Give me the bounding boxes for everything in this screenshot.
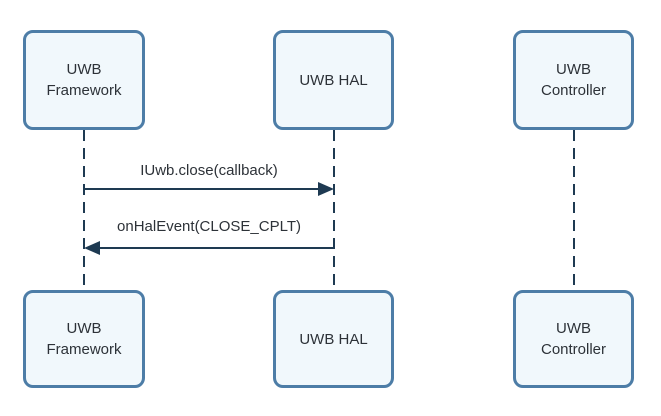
arrowhead-left-icon <box>84 241 100 255</box>
arrowhead-right-icon <box>318 182 334 196</box>
message-label-close: IUwb.close(callback) <box>140 162 278 179</box>
actor-box-uwb-controller-top: UWB Controller <box>513 30 634 130</box>
actor-box-uwb-controller-bottom: UWB Controller <box>513 290 634 388</box>
actor-box-uwb-framework-top: UWB Framework <box>23 30 145 130</box>
message-label-onhalevent: onHalEvent(CLOSE_CPLT) <box>117 218 301 235</box>
actor-box-uwb-hal-bottom: UWB HAL <box>273 290 394 388</box>
actor-box-uwb-framework-bottom: UWB Framework <box>23 290 145 388</box>
actor-box-uwb-hal-top: UWB HAL <box>273 30 394 130</box>
